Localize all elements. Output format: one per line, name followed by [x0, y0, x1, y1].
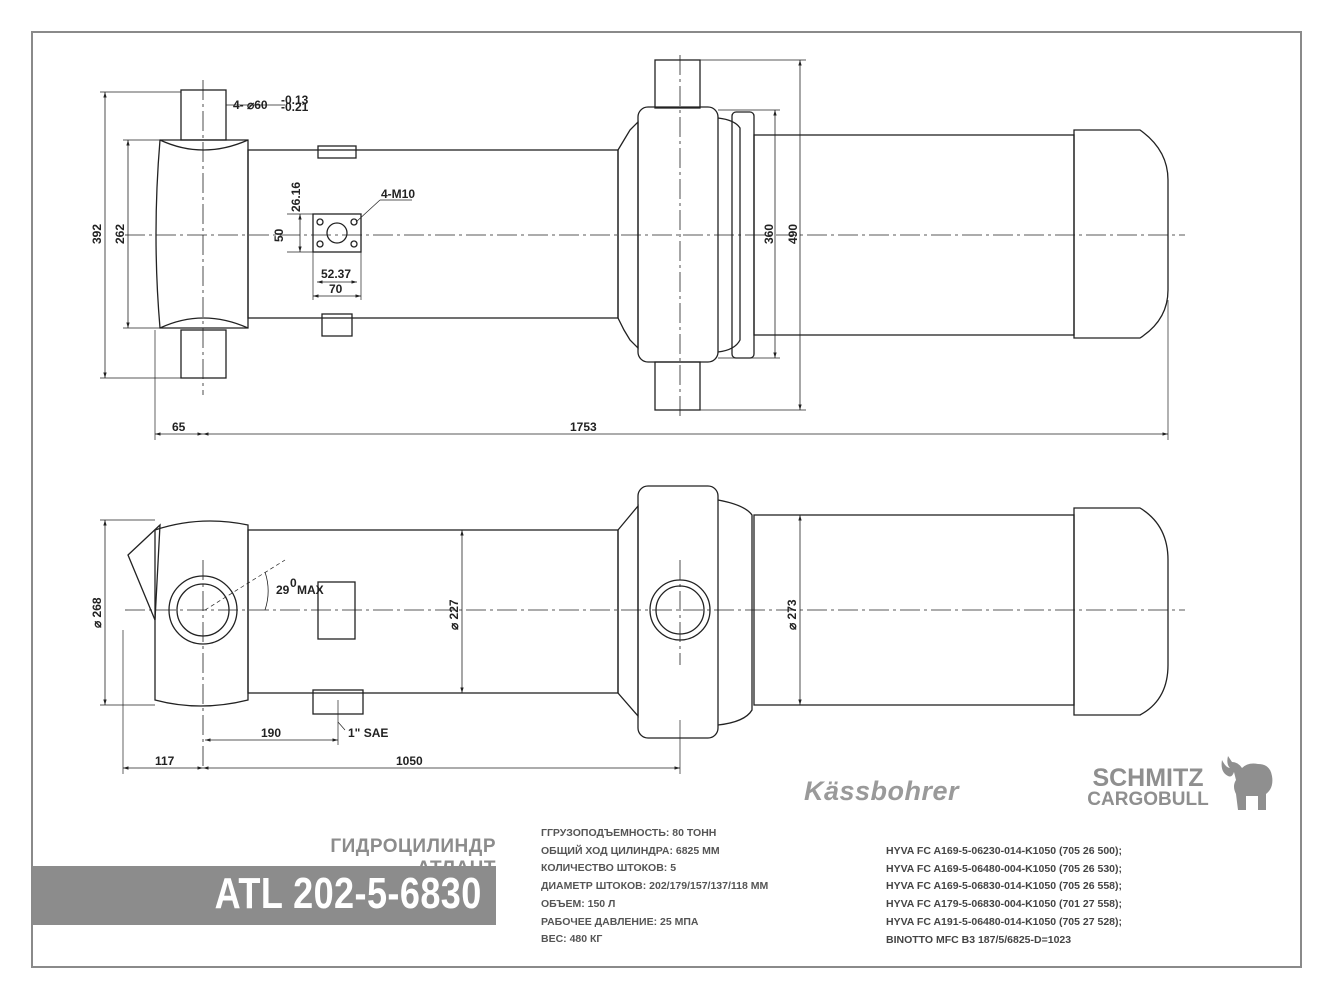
- dim-1050: 1050: [396, 754, 423, 768]
- dim-190: 190: [261, 726, 281, 740]
- reference-item: HYVA FC A169-5-06480-004-K1050 (705 26 5…: [886, 862, 1122, 875]
- dim-1753: 1753: [570, 420, 597, 434]
- dim-52-37: 52.37: [321, 267, 351, 281]
- reference-item: HYVA FC A179-5-06830-004-K1050 (701 27 5…: [886, 898, 1122, 911]
- dim-26-16: 26.16: [289, 182, 303, 212]
- spec-item: ГГРУЗОПОДЪЕМНОСТЬ: 80 ТОНН: [541, 827, 717, 839]
- side-lug: [127, 523, 161, 621]
- reference-item: BINOTTO MFC B3 187/5/6825-D=1023: [886, 933, 1072, 946]
- spec-item: КОЛИЧЕСТВО ШТОКОВ: 5: [541, 862, 677, 875]
- side-eye-outer: [168, 575, 238, 645]
- dim-4-m10: 4-M10: [381, 187, 415, 201]
- schmitz-logo-line2: CARGOBULL: [1087, 789, 1209, 810]
- reference-item: HYVA FC A191-5-06480-014-K1050 (705 27 5…: [886, 915, 1122, 928]
- spec-item: РАБОЧЕЕ ДАВЛЕНИЕ: 25 МПА: [541, 915, 699, 928]
- dim-117: 117: [155, 754, 175, 768]
- top-collar-pin: [654, 59, 701, 109]
- dim-360: 360: [762, 224, 776, 244]
- side-barrel: [247, 529, 619, 694]
- dim-65: 65: [172, 420, 186, 434]
- top-trunnion-pin: [180, 89, 227, 141]
- spec-item: ВЕС: 480 КГ: [541, 933, 603, 946]
- bottom-head: [155, 139, 249, 329]
- dim-tol-lower: -0.21: [281, 100, 309, 114]
- top-view: [100, 55, 1185, 440]
- side-view: [100, 485, 1185, 774]
- bottom-collar-pin: [654, 361, 701, 411]
- side-end-cap: [1073, 507, 1169, 716]
- side-head: [154, 520, 249, 707]
- drawing-frame: [31, 31, 1302, 968]
- model-number: ATL 202-5-6830: [214, 869, 482, 918]
- spec-item: ДИАМЕТР ШТОКОВ: 202/179/157/137/118 ММ: [541, 880, 769, 893]
- side-collar: [637, 485, 719, 739]
- dim-392: 392: [90, 224, 104, 244]
- spec-item: ОБЩИЙ ХОД ЦИЛИНДРА: 6825 ММ: [541, 844, 720, 857]
- elephant-icon: [1221, 756, 1273, 810]
- dim-50: 50: [272, 228, 286, 242]
- dim-29: 29: [276, 583, 290, 597]
- kassbohrer-logo: Kässbohrer: [804, 776, 960, 806]
- side-view-labels: ⌀ 268 29 0 МАХ ⌀ 227 ⌀ 273 190 1" SAE 11…: [90, 576, 799, 768]
- barrel: [247, 149, 619, 319]
- dim-490: 490: [786, 224, 800, 244]
- top-port: [317, 145, 357, 159]
- spec-list: ГГРУЗОПОДЪЕМНОСТЬ: 80 ТОНН ОБЩИЙ ХОД ЦИЛ…: [541, 825, 768, 949]
- bottom-trunnion-pin: [180, 329, 227, 379]
- reference-item: HYVA FC A169-5-06830-014-K1050 (705 26 5…: [886, 880, 1122, 893]
- dim-pin-diameter: 4- ⌀60: [233, 98, 268, 112]
- dim-max: МАХ: [297, 583, 324, 597]
- reference-list: HYVA FC A169-5-06230-014-K1050 (705 26 5…: [886, 843, 1122, 949]
- flange-plate: [312, 213, 362, 253]
- bottom-port: [321, 313, 353, 337]
- reference-item: HYVA FC A169-5-06230-014-K1050 (705 26 5…: [886, 845, 1122, 857]
- spec-item: ОБЪЕМ: 150 Л: [541, 897, 616, 910]
- side-eye-inner: [176, 583, 230, 637]
- dim-tol-upper: -0.13: [281, 93, 309, 107]
- collar: [637, 106, 719, 363]
- schmitz-logo-line1: SCHMITZ: [1092, 764, 1204, 792]
- dim-70: 70: [329, 282, 343, 296]
- dim-d273: ⌀ 273: [785, 599, 799, 630]
- dim-d268: ⌀ 268: [90, 597, 104, 628]
- dim-sae: 1" SAE: [348, 726, 388, 740]
- side-port: [317, 581, 356, 640]
- top-view-labels: 4- ⌀60 -0.13 -0.21 392 262 26.16 50 4-M1…: [90, 93, 800, 434]
- model-band: ATL 202-5-6830: [33, 866, 496, 925]
- dim-262: 262: [113, 224, 127, 244]
- dim-d227: ⌀ 227: [447, 599, 461, 630]
- schmitz-cargobull-logo: SCHMITZ CARGOBULL: [1076, 764, 1220, 811]
- side-collar-eye-outer: [649, 579, 711, 641]
- end-cap: [1073, 129, 1169, 339]
- dim-degree: 0: [290, 576, 297, 590]
